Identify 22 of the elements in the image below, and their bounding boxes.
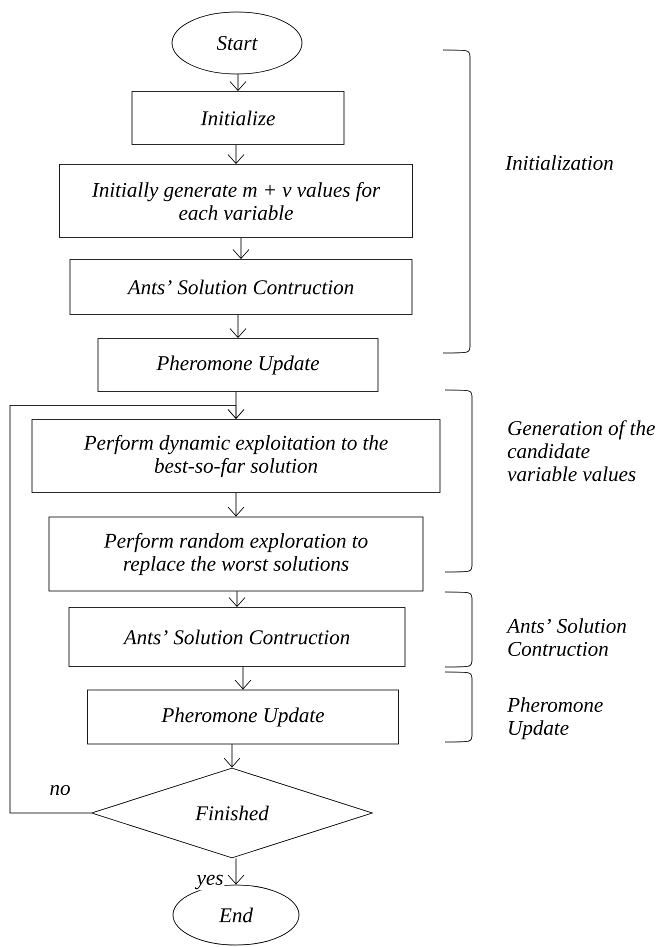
process-box: Perform dynamic exploitation to the best-so-far solution <box>32 419 440 493</box>
arrow <box>10 405 244 814</box>
process-box: Pheromone Update <box>98 338 378 392</box>
bracket-label: Generation of the candidate variable values <box>507 420 655 482</box>
process-box: Initially generate m + v values for each variable <box>59 164 413 238</box>
arrow <box>234 666 252 690</box>
process-box: Ants’ Solution Contruction <box>68 607 406 667</box>
process-box: Ants’ Solution Contruction <box>70 259 412 315</box>
bracket-label: Pheromone Update <box>507 697 603 740</box>
arrow <box>230 314 246 338</box>
bracket-label: Initialization <box>505 155 613 170</box>
process-box: Pheromone Update <box>87 690 399 744</box>
process-box: Perform random exploration to replace the worst solutions <box>48 516 424 592</box>
arrow <box>228 144 244 164</box>
arrow <box>228 858 244 885</box>
arrow <box>224 744 240 768</box>
edge-label: yes <box>194 874 224 890</box>
arrow <box>228 492 244 517</box>
bracket-label: Ants’ Solution Contruction <box>506 618 626 656</box>
arrow <box>232 238 250 260</box>
process-box: Initialize <box>132 91 344 145</box>
edge-label: no <box>48 784 72 796</box>
